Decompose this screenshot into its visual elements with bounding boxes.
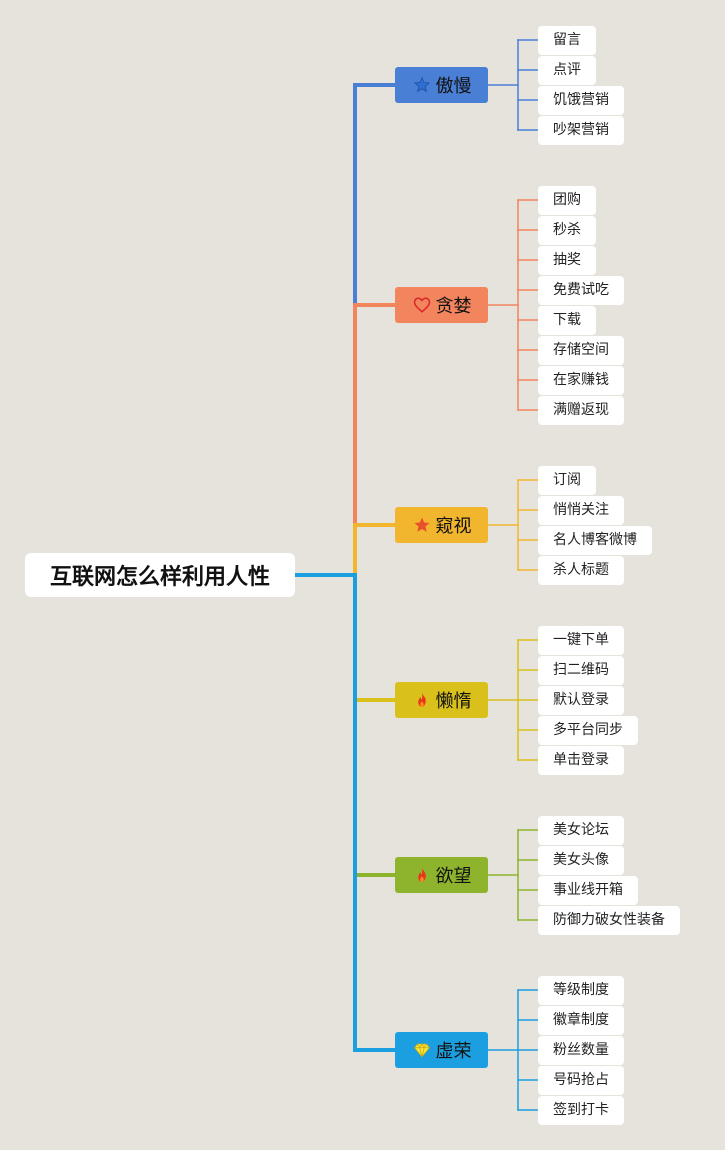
leaf-topic[interactable]: 点评 [538,55,596,85]
leaf-topic[interactable]: 粉丝数量 [538,1035,624,1065]
leaf-topic[interactable]: 订阅 [538,465,596,495]
branch-topic-yuwang[interactable]: 欲望 [395,857,488,893]
fire-icon [412,690,432,710]
branch-label: 虚荣 [435,1041,472,1062]
leaf-topic[interactable]: 留言 [538,25,596,55]
leaf-topic[interactable]: 饥饿营销 [538,85,624,115]
leaf-topic[interactable]: 多平台同步 [538,715,638,745]
branch-topic-xurong[interactable]: 虚荣 [395,1032,488,1068]
leaf-topic[interactable]: 秒杀 [538,215,596,245]
leaf-topic[interactable]: 等级制度 [538,975,624,1005]
branch-label: 懒惰 [435,691,472,712]
branch-label: 窥视 [435,516,472,537]
leaf-topic[interactable]: 团购 [538,185,596,215]
leaf-topic[interactable]: 号码抢占 [538,1065,624,1095]
leaf-topic[interactable]: 签到打卡 [538,1095,624,1125]
branch-topic-landuo[interactable]: 懒惰 [395,682,488,718]
leaf-topic[interactable]: 美女论坛 [538,815,624,845]
sparkle-star-icon [412,75,432,95]
leaf-topic[interactable]: 免费试吃 [538,275,624,305]
leaf-topic[interactable]: 防御力破女性装备 [538,905,680,935]
star-icon [412,515,432,535]
leaf-topic[interactable]: 吵架营销 [538,115,624,145]
fire-icon [412,865,432,885]
leaf-topic[interactable]: 扫二维码 [538,655,624,685]
heart-icon [412,295,432,315]
leaf-topic[interactable]: 悄悄关注 [538,495,624,525]
branch-label: 欲望 [435,866,472,887]
branch-label: 傲慢 [435,76,472,97]
leaf-topic[interactable]: 下载 [538,305,596,335]
branch-topic-kuishi[interactable]: 窥视 [395,507,488,543]
leaf-topic[interactable]: 一键下单 [538,625,624,655]
leaf-topic[interactable]: 名人博客微博 [538,525,652,555]
leaf-topic[interactable]: 徽章制度 [538,1005,624,1035]
leaf-topic[interactable]: 事业线开箱 [538,875,638,905]
branch-label: 贪婪 [435,296,472,317]
leaf-topic[interactable]: 存储空间 [538,335,624,365]
leaf-topic[interactable]: 在家赚钱 [538,365,624,395]
leaf-topic[interactable]: 抽奖 [538,245,596,275]
diamond-icon [412,1040,432,1060]
leaf-topic[interactable]: 默认登录 [538,685,624,715]
root-topic[interactable]: 互联网怎么样利用人性 [25,553,295,597]
leaf-topic[interactable]: 美女头像 [538,845,624,875]
branch-topic-aoman[interactable]: 傲慢 [395,67,488,103]
leaf-topic[interactable]: 满赠返现 [538,395,624,425]
leaf-topic[interactable]: 单击登录 [538,745,624,775]
branch-topic-tanlan[interactable]: 贪婪 [395,287,488,323]
leaf-topic[interactable]: 杀人标题 [538,555,624,585]
